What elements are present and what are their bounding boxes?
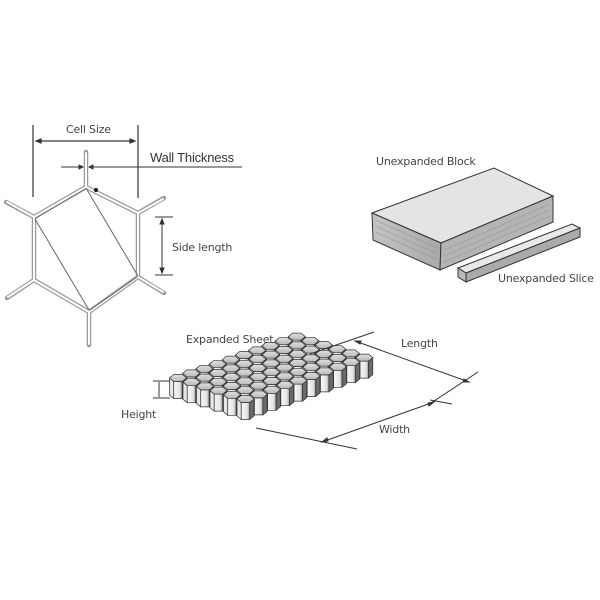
honeycomb-cell bbox=[195, 364, 214, 373]
honeycomb-cell bbox=[240, 402, 251, 420]
honeycomb-cell bbox=[342, 358, 361, 367]
length-label: Length bbox=[401, 337, 438, 350]
honeycomb-cell bbox=[302, 372, 321, 380]
honeycomb-cell bbox=[182, 378, 201, 387]
honeycomb-cell bbox=[235, 377, 254, 386]
wall-thickness-dimension bbox=[61, 164, 242, 170]
wall-thickness-label: Wall Thickness bbox=[150, 150, 234, 165]
cell-size-dimension bbox=[32, 125, 139, 198]
hexagon-cell-walls bbox=[3, 149, 167, 348]
honeycomb-cell bbox=[275, 363, 294, 372]
cell-geometry-figure bbox=[3, 125, 242, 348]
honeycomb-cell bbox=[248, 364, 267, 372]
honeycomb-cell bbox=[195, 382, 215, 391]
honeycomb-cell bbox=[222, 382, 241, 390]
honeycomb-cell bbox=[346, 365, 356, 384]
honeycomb-cell bbox=[209, 377, 228, 386]
honeycomb-cell bbox=[328, 362, 347, 371]
honeycomb-cell bbox=[248, 355, 267, 364]
honeycomb-cell bbox=[221, 355, 240, 364]
honeycomb-cell bbox=[182, 369, 201, 378]
honeycomb-cell bbox=[208, 369, 227, 377]
honeycomb-cell bbox=[301, 336, 320, 345]
honeycomb-cell bbox=[235, 368, 254, 377]
honeycomb-cell bbox=[288, 367, 308, 376]
slice-side-face bbox=[465, 227, 581, 283]
honeycomb-cell bbox=[261, 341, 280, 350]
honeycomb-cell bbox=[341, 349, 360, 358]
honeycomb-cell bbox=[315, 367, 334, 376]
honeycomb-cell bbox=[275, 354, 294, 363]
honeycomb-cell bbox=[227, 397, 237, 416]
honeycomb-cell bbox=[267, 392, 277, 411]
honeycomb-cell bbox=[274, 346, 293, 354]
expanded-sheet-label: Expanded Sheet bbox=[186, 333, 274, 346]
honeycomb-cell bbox=[236, 386, 255, 395]
height-label: Height bbox=[121, 408, 157, 421]
honeycomb-cell bbox=[280, 388, 290, 407]
honeycomb-cell bbox=[213, 393, 224, 412]
honeycomb-cell bbox=[287, 332, 306, 341]
honeycomb-cell bbox=[234, 351, 254, 359]
honeycomb-cell bbox=[262, 377, 281, 385]
honeycomb-cell bbox=[288, 341, 307, 350]
height-dimension bbox=[153, 380, 170, 399]
honeycomb-cell bbox=[222, 373, 241, 382]
width-label: Width bbox=[379, 423, 410, 436]
honeycomb-cell bbox=[168, 374, 188, 382]
honeycomb-cell bbox=[306, 379, 317, 397]
honeycomb-cell bbox=[275, 372, 294, 381]
honeycomb-cell bbox=[301, 354, 320, 363]
honeycomb-cell bbox=[261, 359, 281, 368]
honeycomb-cell bbox=[248, 346, 267, 355]
honeycomb-cell bbox=[186, 385, 197, 404]
honeycomb-cell bbox=[208, 360, 227, 369]
honeycomb-cell bbox=[314, 341, 333, 349]
honeycomb-cell bbox=[222, 390, 242, 399]
honeycomb-cell bbox=[288, 359, 307, 367]
honeycomb-cell bbox=[222, 364, 241, 373]
honeycomb-cell bbox=[209, 386, 228, 395]
unexpanded-block-label: Unexpanded Block bbox=[376, 155, 476, 168]
unexpanded-slice-label: Unexpanded Slice bbox=[498, 272, 594, 285]
honeycomb-cell bbox=[320, 374, 330, 393]
honeycomb-cell bbox=[173, 381, 183, 399]
honeycomb-cell bbox=[333, 369, 343, 388]
honeycomb-cell bbox=[195, 373, 214, 382]
unexpanded-block-figure bbox=[370, 167, 582, 283]
honeycomb-cell bbox=[262, 368, 281, 377]
honeycomb-cell bbox=[262, 385, 281, 394]
honeycomb-cell bbox=[254, 397, 264, 416]
honeycomb-cell bbox=[200, 389, 210, 408]
honeycomb-cell bbox=[249, 372, 268, 381]
honeycomb-cell bbox=[276, 381, 295, 390]
expanded-sheet-figure bbox=[168, 332, 374, 421]
honeycomb-cell bbox=[359, 360, 369, 379]
length-dimension bbox=[309, 331, 479, 406]
honeycomb-cell bbox=[249, 390, 268, 399]
side-length-label: Side length bbox=[172, 241, 233, 254]
honeycomb-cell bbox=[249, 381, 268, 390]
honeycomb-cell bbox=[302, 363, 321, 372]
honeycomb-cell bbox=[328, 354, 347, 362]
honeycomb-cell bbox=[289, 376, 308, 385]
honeycomb-cell bbox=[236, 395, 255, 403]
honeycomb-cell bbox=[274, 337, 293, 346]
honeycomb-cell bbox=[301, 345, 320, 354]
honeycomb-cell bbox=[293, 383, 303, 402]
side-length-dimension bbox=[155, 216, 173, 276]
width-dimension bbox=[255, 399, 453, 450]
honeycomb-cell bbox=[235, 359, 254, 368]
honeycomb-cell bbox=[355, 353, 374, 362]
cell-size-label: Cell Size bbox=[66, 123, 111, 136]
honeycomb-cell bbox=[315, 358, 334, 367]
honeycomb-cell bbox=[261, 350, 280, 359]
honeycomb-cell bbox=[288, 350, 307, 359]
